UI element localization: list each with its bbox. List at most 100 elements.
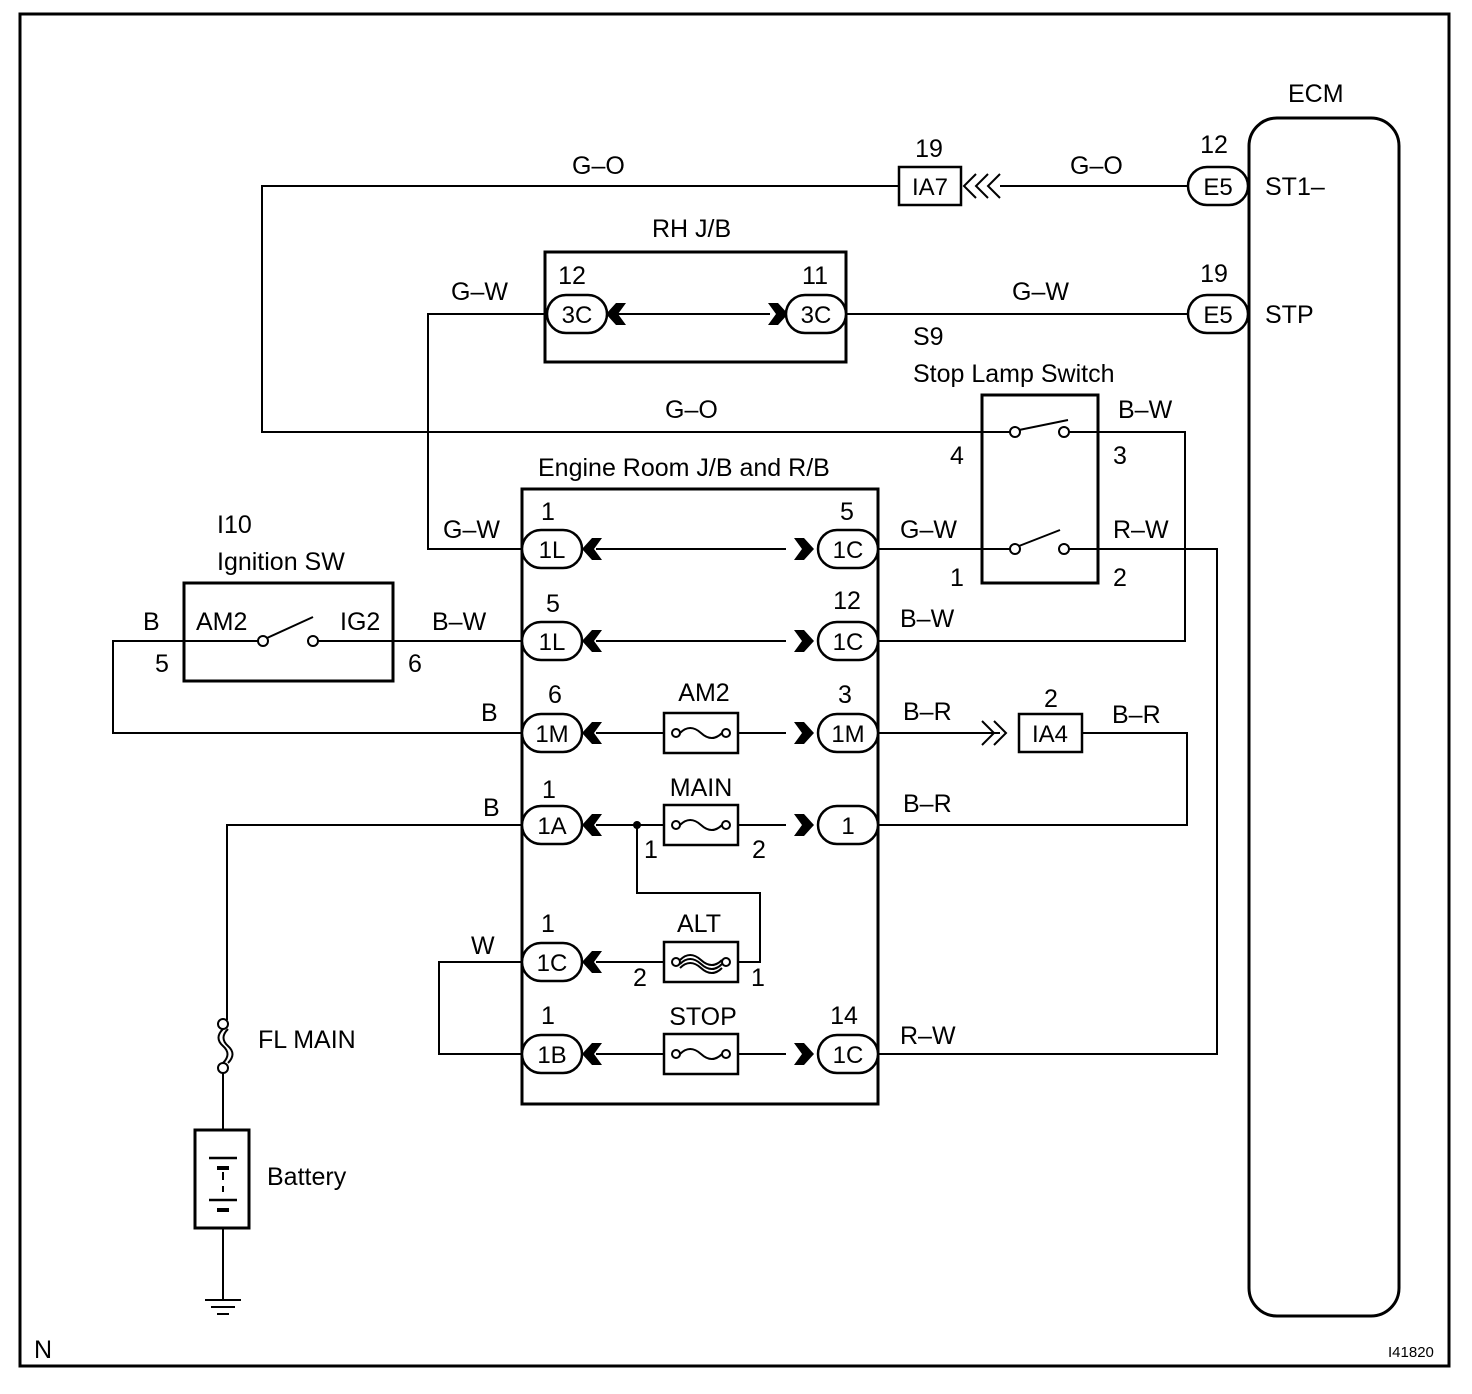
wire-color-b-1m: B (481, 699, 498, 727)
fuse-alt (662, 940, 740, 984)
connector-1c-pin12: 1C (816, 620, 880, 662)
pin-number: 2 (1044, 685, 1058, 713)
pin-number: 3 (838, 681, 852, 709)
ignition-switch-box (182, 581, 395, 683)
in-line-chevrons (962, 173, 1008, 746)
svg-text:IA7: IA7 (912, 174, 948, 201)
svg-text:1L: 1L (539, 629, 566, 656)
ignition-terminal-am2: AM2 (196, 608, 247, 636)
wire-color-go-middle: G–O (665, 396, 718, 424)
connector-1c-pin14: 1C (816, 1033, 880, 1075)
battery-box (193, 1128, 251, 1230)
connector-1m-pin3: 1M (816, 712, 880, 754)
pin-number: 2 (1113, 564, 1127, 592)
junction-dot (633, 821, 641, 829)
fuse-stop-label: STOP (669, 1003, 737, 1031)
pin-number: 5 (840, 498, 854, 526)
fusible-link-fl-main (217, 1018, 234, 1074)
rh-jb-label: RH J/B (652, 215, 731, 243)
ecm-terminal-st1: ST1– (1265, 173, 1325, 201)
wire-color-br-ia4: B–R (1112, 701, 1161, 729)
wire-color-rw-stop-lamp: R–W (1113, 516, 1169, 544)
svg-text:1C: 1C (833, 629, 864, 656)
wire-color-gw-1l: G–W (443, 516, 500, 544)
stop-lamp-switch-box (980, 393, 1100, 585)
ignition-code: I10 (217, 511, 252, 539)
pin-number: 11 (802, 262, 828, 290)
connector-1c-pin5: 1C (816, 528, 880, 570)
fuse-am2-label: AM2 (678, 679, 729, 707)
pin-number: 14 (830, 1002, 858, 1030)
connector-e5-st1: E5 (1186, 165, 1250, 207)
battery-label: Battery (267, 1163, 347, 1191)
wire-color-bw-ignition: B–W (432, 608, 487, 636)
wire-color-go-top-right: G–O (1070, 152, 1123, 180)
pin-number: 1 (751, 964, 765, 992)
wire-color-bw-stop-lamp: B–W (1118, 396, 1173, 424)
connector-e5-stp: E5 (1186, 293, 1250, 335)
ignition-contact (257, 616, 319, 647)
svg-text:1B: 1B (537, 1042, 566, 1069)
svg-text:1A: 1A (537, 813, 566, 840)
pin-number: 19 (1200, 260, 1228, 288)
svg-text:3C: 3C (801, 302, 832, 329)
ecm-box (1247, 116, 1401, 1318)
wire-color-rw-1c: R–W (900, 1022, 956, 1050)
ignition-terminal-ig2: IG2 (340, 608, 380, 636)
wire-color-gw-rhjb-left: G–W (451, 278, 508, 306)
pin-number: 1 (541, 498, 555, 526)
pin-number: 19 (915, 135, 943, 163)
svg-text:1C: 1C (833, 1042, 864, 1069)
pin-number: 12 (833, 587, 861, 615)
connector-1m-pin6: 1M (520, 712, 584, 754)
pin-number: 12 (1200, 131, 1228, 159)
fuse-am2 (662, 711, 740, 755)
pin-number: 5 (546, 590, 560, 618)
wire-color-b-ignition: B (143, 608, 160, 636)
connector-1b: 1B (520, 1033, 584, 1075)
svg-text:1C: 1C (537, 950, 568, 977)
pin-number: 3 (1113, 442, 1127, 470)
fuse-stop (662, 1032, 740, 1076)
svg-text:1M: 1M (831, 721, 864, 748)
connector-1l-pin5: 1L (520, 620, 584, 662)
connector-3c-right: 3C (784, 293, 848, 335)
wire-color-go-top-left: G–O (572, 152, 625, 180)
svg-text:IA4: IA4 (1032, 721, 1068, 748)
ground-icon (205, 1299, 241, 1315)
pin-number: 2 (752, 836, 766, 864)
pin-number: 1 (950, 564, 964, 592)
connector-3c-left: 3C (545, 293, 609, 335)
fuse-main (662, 803, 740, 847)
svg-text:3C: 3C (562, 302, 593, 329)
fl-main-label: FL MAIN (258, 1026, 356, 1054)
ecm-label: ECM (1288, 80, 1344, 108)
svg-text:1M: 1M (535, 721, 568, 748)
engine-jb-box (520, 487, 880, 1106)
footer-left-code: N (34, 1336, 52, 1364)
pin-number: 1 (541, 1002, 555, 1030)
pin-number: 2 (633, 964, 647, 992)
engine-jb-label: Engine Room J/B and R/B (538, 454, 830, 482)
connector-1l-pin1: 1L (520, 528, 584, 570)
ecm-terminal-stp: STP (1265, 301, 1314, 329)
svg-text:1: 1 (841, 813, 854, 840)
connector-1a: 1A (520, 804, 584, 846)
pin-number: 6 (408, 650, 422, 678)
connector-ia4: IA4 (1017, 712, 1084, 754)
wires (112, 185, 1218, 1300)
svg-text:1L: 1L (539, 537, 566, 564)
wire-color-gw-1c: G–W (900, 516, 957, 544)
figure-id: I41820 (1388, 1344, 1434, 1361)
pin-number: 6 (548, 681, 562, 709)
battery-icon (209, 1156, 237, 1212)
pin-number: 12 (558, 262, 586, 290)
wire-color-br-1m: B–R (903, 698, 952, 726)
svg-text:E5: E5 (1203, 302, 1232, 329)
wire-color-bw-1c: B–W (900, 605, 955, 633)
diagram-frame (18, 12, 1451, 1368)
stop-lamp-contacts (1009, 419, 1070, 555)
stop-lamp-name: Stop Lamp Switch (913, 360, 1115, 388)
connector-1c-pin1: 1C (520, 941, 584, 983)
